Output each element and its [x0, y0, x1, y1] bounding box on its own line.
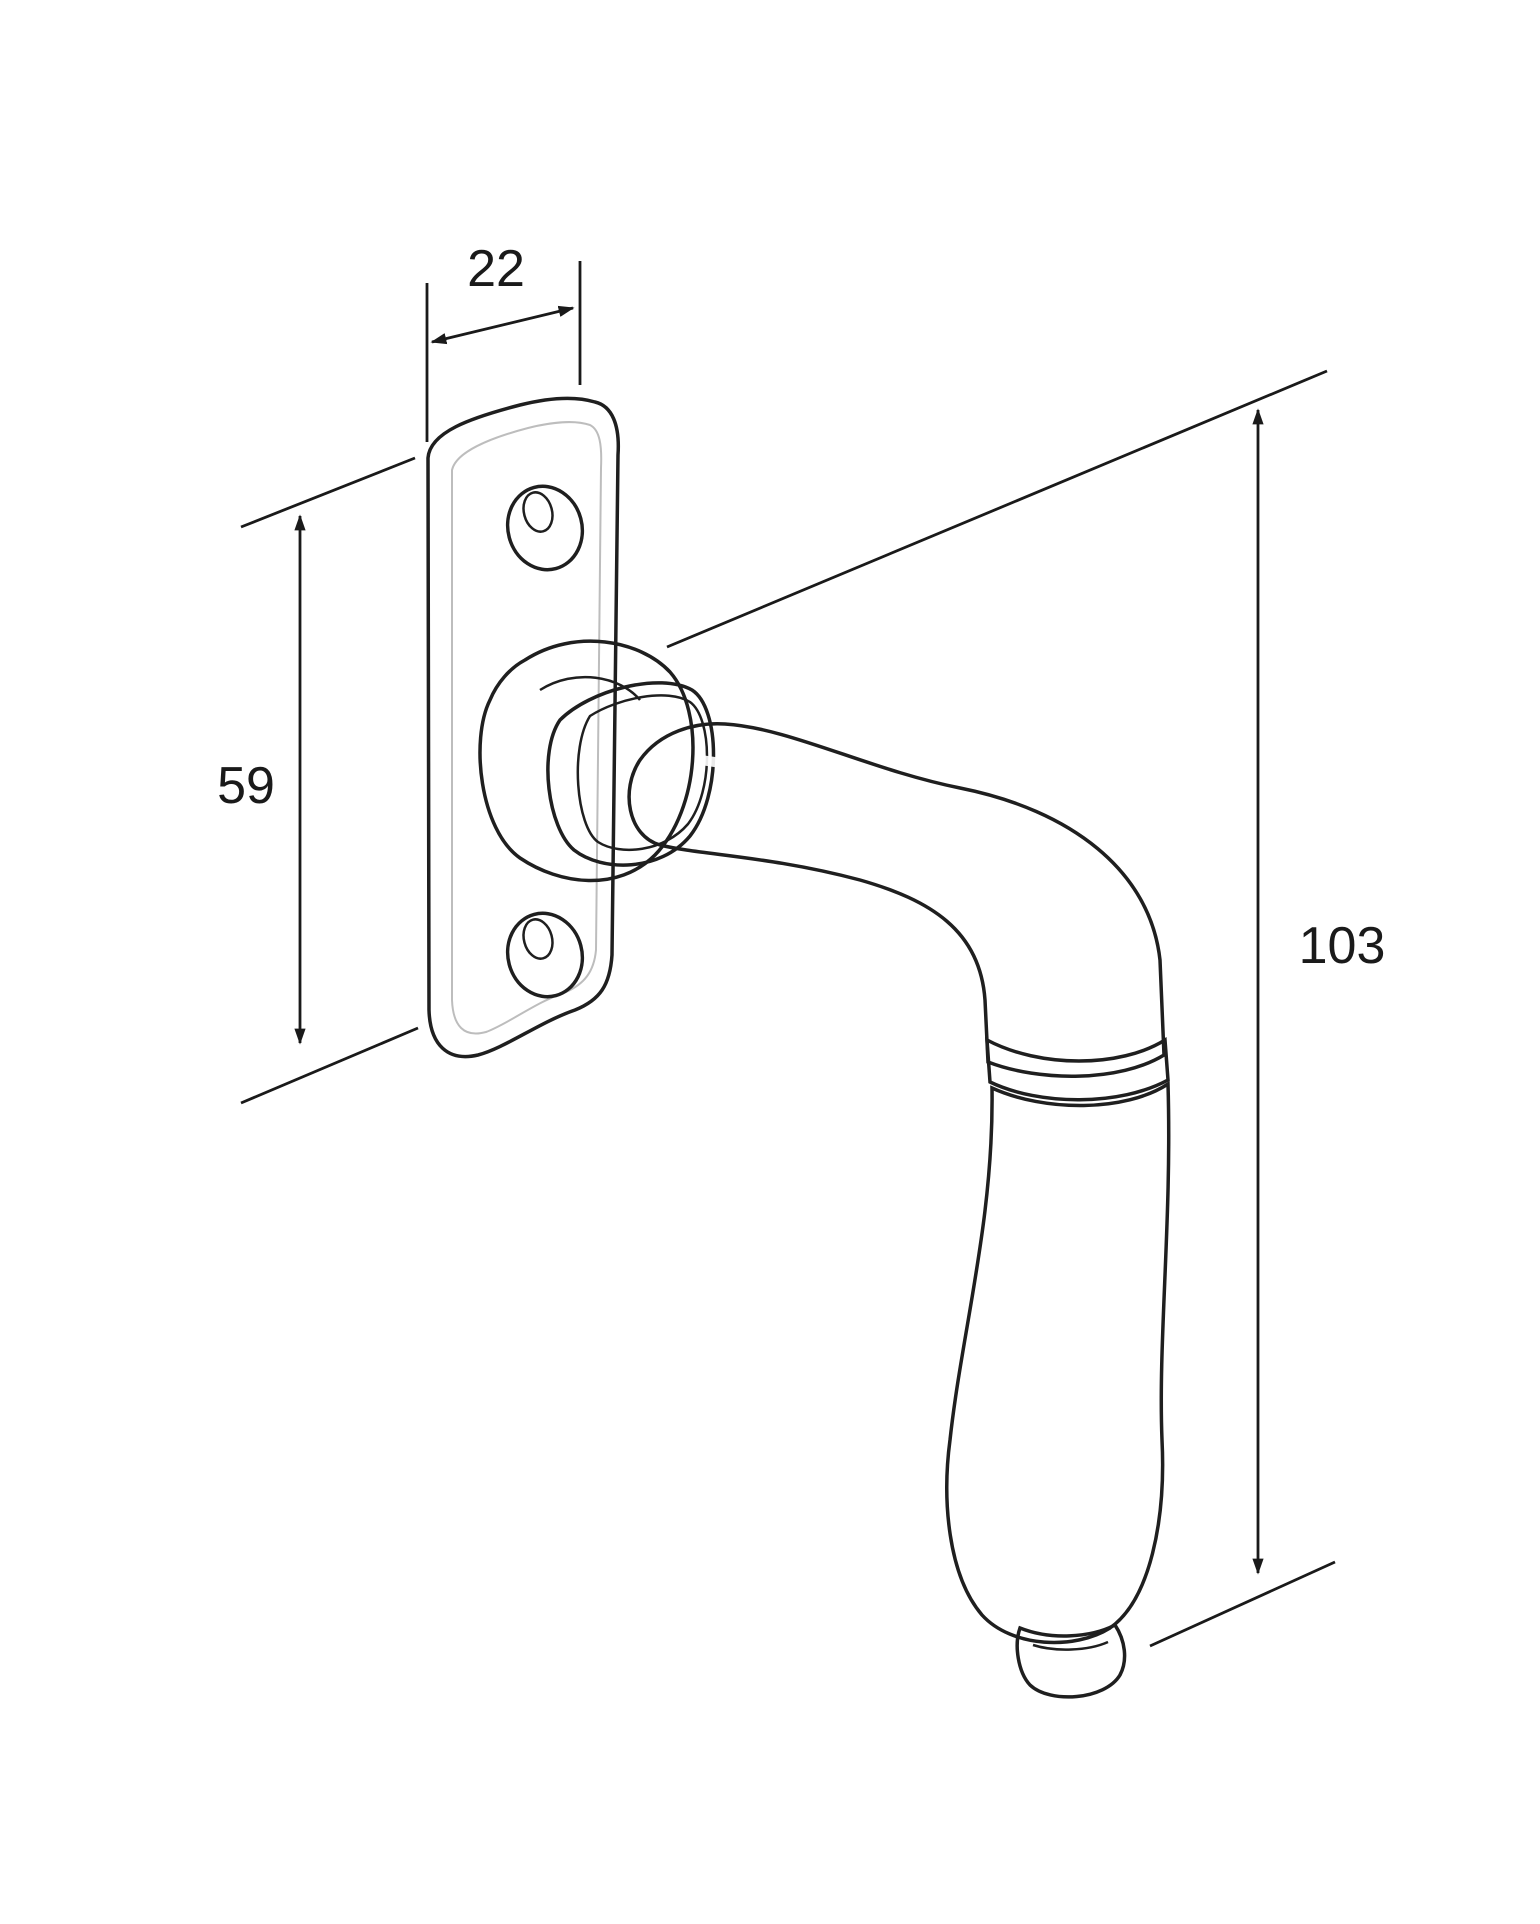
spindle-boss [478, 639, 695, 883]
total-height-extension-top [666, 369, 1328, 649]
plate-height-dimension: 59 [217, 456, 419, 1105]
handle-arm [627, 722, 1170, 1102]
plate-height-extension-bottom [240, 1026, 419, 1105]
bottom-screw-hole [505, 911, 585, 999]
handle-grip [945, 1080, 1171, 1645]
total-height-dimension: 103 [666, 369, 1386, 1648]
mounting-plate [426, 396, 621, 1059]
width-arrow [430, 305, 575, 345]
plate-height-label: 59 [217, 757, 275, 815]
total-height-extension-bottom [1149, 1560, 1336, 1648]
top-screw-hole [505, 484, 585, 572]
width-label: 22 [467, 240, 525, 298]
plate-height-extension-top [240, 456, 416, 529]
grip-end-cap [1015, 1622, 1127, 1699]
width-dimension: 22 [425, 240, 582, 442]
collar-rings [546, 681, 716, 867]
total-height-label: 103 [1299, 917, 1386, 975]
